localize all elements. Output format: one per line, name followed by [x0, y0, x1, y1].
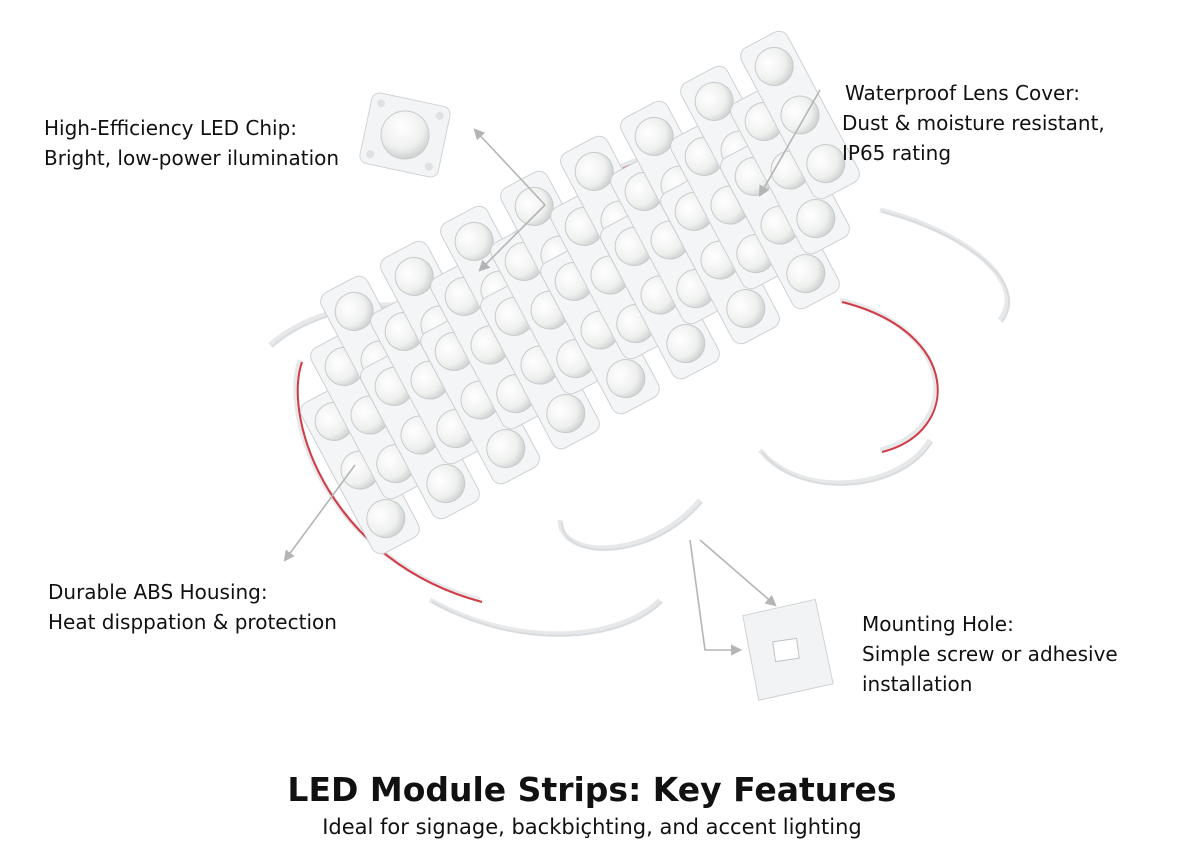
- led-lens: [754, 46, 794, 86]
- led-module: [300, 385, 420, 555]
- callout-title: Waterproof Lens Cover:: [845, 81, 1080, 105]
- wire: [561, 501, 703, 551]
- led-lens: [634, 116, 674, 156]
- module-array: [300, 30, 860, 555]
- led-lens: [454, 221, 494, 261]
- led-lens: [786, 254, 826, 294]
- led-lens: [806, 144, 846, 184]
- led-lens: [574, 151, 614, 191]
- led-lens: [694, 81, 734, 121]
- callout-text: IP65 rating: [842, 141, 952, 165]
- page-subtitle: Ideal for signage, backbiçhting, and acc…: [322, 815, 862, 839]
- led-module: [600, 210, 720, 380]
- wire: [839, 297, 939, 453]
- wires: [268, 152, 1010, 637]
- led-lens: [426, 464, 466, 504]
- led-lens: [334, 291, 374, 331]
- led-module: [740, 30, 860, 200]
- wire: [881, 211, 1010, 323]
- mounting-hole-inset: [742, 598, 834, 701]
- led-module: [670, 120, 790, 290]
- led-chip-inset: [359, 92, 451, 178]
- callout-text: Dust & moisture resistant,: [842, 111, 1105, 135]
- callout-abs-housing: Durable ABS Housing: Heat disppation & p…: [48, 577, 337, 637]
- led-lens: [666, 324, 706, 364]
- wire: [296, 361, 483, 603]
- led-lens: [780, 95, 820, 135]
- callout-text: Bright, low-power ilumination: [44, 146, 340, 170]
- led-lens: [394, 256, 434, 296]
- callout-mounting-hole: Mounting Hole: Simple screw or adhesive …: [862, 609, 1118, 699]
- wire: [428, 597, 662, 637]
- led-lens: [366, 499, 406, 539]
- wire: [841, 301, 939, 453]
- wire: [431, 601, 663, 637]
- led-lens: [546, 394, 586, 434]
- callout-text: Heat disppation & protection: [48, 610, 337, 634]
- callout-title: Mounting Hole:: [862, 612, 1014, 636]
- callout-text: Simple screw or adhesive: [862, 642, 1118, 666]
- callout-lens-cover: Waterproof Lens Cover: Dust & moisture r…: [842, 78, 1105, 168]
- page-title: LED Module Strips: Key Features: [287, 770, 897, 809]
- led-lens: [796, 199, 836, 239]
- led-lens: [726, 289, 766, 329]
- callout-title: High-Efficiency LED Chip:: [44, 116, 298, 140]
- wire: [758, 438, 933, 486]
- callout-text: installation: [862, 672, 973, 696]
- callout-led-chip: High-Efficiency LED Chip: Bright, low-po…: [44, 113, 339, 173]
- led-lens: [486, 429, 526, 469]
- callout-title: Durable ABS Housing:: [48, 580, 268, 604]
- led-lens: [606, 359, 646, 399]
- callout-arrows: [283, 89, 821, 656]
- wire: [761, 441, 933, 486]
- led-lens: [514, 186, 554, 226]
